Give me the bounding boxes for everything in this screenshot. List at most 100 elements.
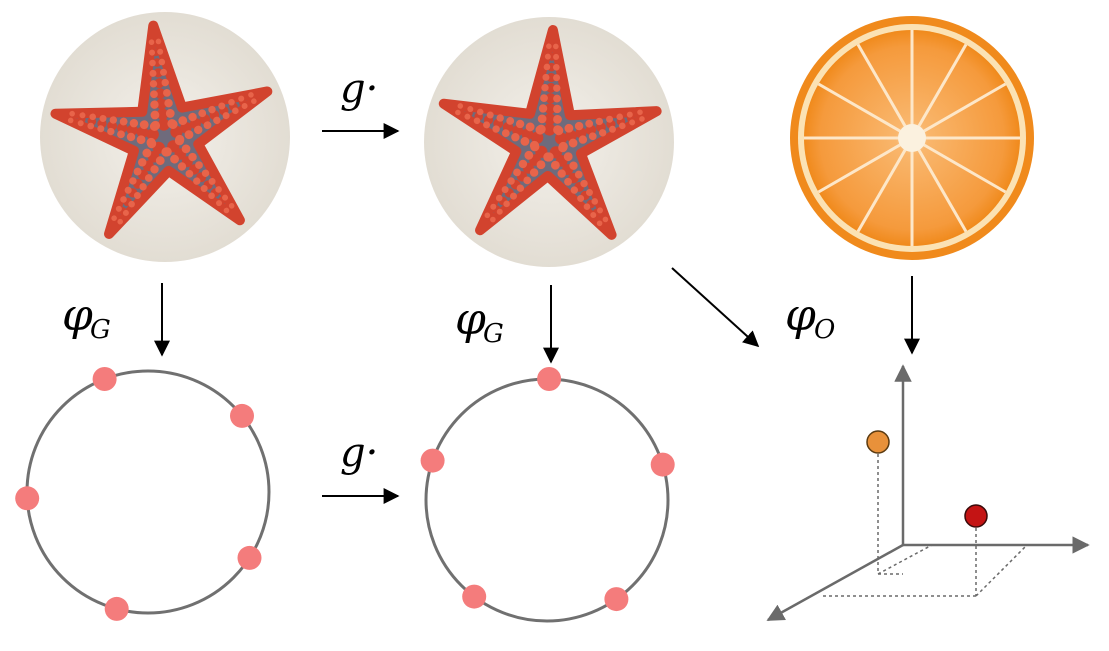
starfish-bump [473, 117, 481, 125]
starfish-bump [155, 156, 165, 166]
starfish-bump [97, 125, 105, 133]
starfish-bump [553, 114, 562, 124]
starfish-bump [215, 186, 222, 193]
starfish-bump [128, 200, 135, 208]
starfish-bump [170, 154, 179, 164]
orange-segment-line [817, 136, 913, 194]
starfish-bump [501, 186, 509, 194]
starfish-bump [149, 59, 156, 67]
starfish-bump [67, 117, 74, 124]
starfish-bump [583, 203, 591, 210]
orange-segment-line [911, 82, 1007, 140]
starfish-bump [553, 74, 561, 82]
starfish-bump [150, 100, 159, 109]
starfish-bump [563, 152, 573, 162]
starfish-bump [162, 88, 171, 97]
starfish-bump [139, 183, 147, 191]
starfish-bump [157, 118, 170, 131]
starfish-bump [509, 192, 517, 200]
starfish-bump [158, 58, 166, 66]
starfish-bump [553, 43, 559, 50]
starfish-bump [511, 133, 520, 142]
starfish-bump [564, 123, 574, 133]
starfish-bump [503, 200, 510, 208]
starfish-bump [126, 132, 136, 142]
starfish-bump [543, 123, 556, 136]
circle-point [604, 587, 629, 612]
starfish-bump [553, 94, 561, 103]
starfish-bump [228, 98, 235, 106]
starfish-bump [524, 150, 534, 160]
starfish-bump [520, 136, 530, 146]
starfish-bump [251, 98, 257, 105]
starfish-bump [133, 192, 141, 200]
circle-point [104, 596, 129, 621]
starfish-bump [564, 177, 572, 186]
svg-text:φ: φ [62, 290, 93, 341]
circle-point [537, 367, 562, 391]
starfish-bump [154, 78, 165, 89]
starfish-bump [542, 73, 550, 81]
starfish-bump [558, 143, 568, 153]
orbit-map-arrow [671, 267, 760, 348]
starfish-bump [161, 147, 171, 157]
starfish-bump [142, 148, 152, 158]
starfish-bump [585, 189, 593, 197]
starfish-bump [149, 80, 158, 88]
starfish-bump [543, 63, 551, 71]
starfish-bump [568, 138, 578, 148]
starfish-bump [464, 113, 471, 120]
starfish-bump [554, 132, 568, 145]
starfish-bump [222, 112, 230, 120]
starfish-bump [553, 64, 560, 71]
starfish-bump [501, 129, 510, 138]
starfish-bump [616, 113, 624, 121]
starfish-bump [529, 140, 540, 151]
svg-text:O: O [814, 315, 835, 345]
starfish-bump [574, 170, 583, 179]
starfish-bump [637, 109, 643, 116]
circle-point [15, 486, 40, 511]
starfish-bump [168, 119, 178, 129]
starfish-bump [553, 53, 560, 60]
starfish-bump [208, 192, 215, 200]
starfish-bump [124, 186, 132, 194]
starfish-bump [208, 177, 216, 185]
starfish-bump [457, 103, 464, 109]
starfish-bump [606, 115, 614, 123]
starfish-bump [198, 109, 207, 118]
circle-point [92, 367, 117, 391]
starfish-bump [597, 207, 604, 214]
orange-segment-line [856, 137, 914, 233]
starfish-bump [208, 105, 216, 114]
starfish-bump [150, 165, 159, 174]
starfish-bump [164, 98, 173, 108]
starfish-bump [492, 125, 500, 133]
orange-segment-line [817, 82, 913, 140]
starfish-bump [87, 122, 95, 130]
starfish-bump [531, 131, 544, 144]
orange-segment-line [911, 136, 1007, 194]
starfish-bump [136, 135, 146, 145]
starfish-bump [629, 119, 636, 126]
starfish-bump [109, 116, 118, 124]
starfish-bump [518, 159, 528, 169]
starfish-bump [156, 98, 168, 110]
starfish-bump [248, 92, 254, 98]
group-map-label-middle: φ G [455, 294, 504, 349]
starfish-bump [136, 126, 149, 139]
starfish-bump [484, 212, 491, 219]
starfish-bump [99, 114, 107, 122]
starfish-bump [523, 176, 532, 185]
starfish-bump [529, 168, 539, 177]
circle-point [420, 448, 445, 473]
starfish-image [40, 12, 290, 262]
starfish-bump [223, 207, 230, 214]
starfish-bump [193, 177, 201, 185]
starfish-bump [77, 120, 84, 127]
starfish-bump [525, 122, 535, 132]
starfish-bump [174, 136, 185, 146]
starfish-bump [115, 205, 122, 212]
action-label-bottom: g· [340, 430, 378, 476]
